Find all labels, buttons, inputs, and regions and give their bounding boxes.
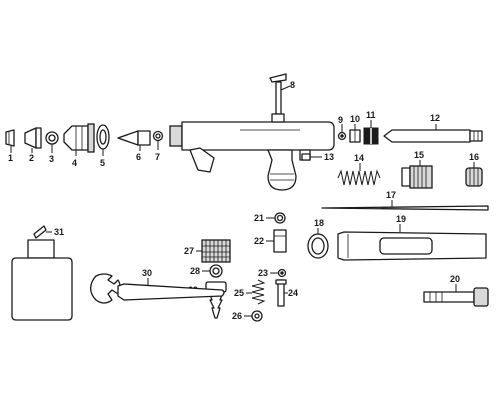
- part-11-needle-chucking-guide: 11: [363, 110, 379, 145]
- part-7-nozzle-washer: 7: [152, 130, 164, 162]
- part-label-23: 23: [258, 268, 268, 278]
- part-29-hose-connector: 29: [188, 281, 227, 319]
- part-9-washer: 9: [337, 115, 347, 141]
- part-30-wrench: 30: [90, 268, 225, 304]
- part-label-8: 8: [290, 80, 295, 90]
- part-21-o-ring: 21: [254, 212, 286, 224]
- part-label-28: 28: [190, 266, 200, 276]
- part-label-17: 17: [386, 190, 396, 200]
- part-label-14: 14: [354, 153, 364, 163]
- part-18-o-ring: 18: [307, 218, 329, 259]
- part-31-color-bottle: 31: [11, 225, 73, 321]
- part-24-valve-stem: 24: [275, 279, 298, 307]
- part-label-30: 30: [142, 268, 152, 278]
- part-label-13: 13: [324, 152, 334, 162]
- part-label-31: 31: [54, 227, 64, 237]
- part-22-valve-body: 22: [254, 229, 287, 253]
- part-28-washer: 28: [190, 264, 223, 278]
- part-label-9: 9: [338, 115, 343, 125]
- part-label-3: 3: [49, 154, 54, 164]
- part-6-nozzle: 6: [117, 130, 151, 162]
- part-label-21: 21: [254, 213, 264, 223]
- part-label-25: 25: [234, 288, 244, 298]
- part-label-26: 26: [232, 311, 242, 321]
- part-label-2: 2: [29, 153, 34, 163]
- part-label-22: 22: [254, 236, 264, 246]
- part-10-spacer: 10: [349, 114, 361, 143]
- part-19-handle: 19: [337, 214, 487, 261]
- part-16-cap-nut: 16: [465, 152, 483, 187]
- part-label-7: 7: [155, 152, 160, 162]
- part-4-air-cap: 4: [63, 123, 95, 168]
- part-label-6: 6: [136, 152, 141, 162]
- part-label-4: 4: [72, 158, 77, 168]
- part-14-spring: 14: [337, 153, 381, 186]
- part-label-15: 15: [414, 150, 424, 160]
- part-label-16: 16: [469, 152, 479, 162]
- part-15-needle-spring-guide: 15: [401, 150, 433, 189]
- part-25-valve-spring: 25: [234, 279, 266, 305]
- part-13-screw: 13: [301, 152, 334, 162]
- part-label-5: 5: [100, 158, 105, 168]
- part-20-adjuster: 20: [423, 274, 489, 307]
- part-1-nozzle-cap: 1: [5, 129, 15, 163]
- part-8-trigger: 8: [269, 73, 295, 123]
- part-label-18: 18: [314, 218, 324, 228]
- part-label-1: 1: [8, 153, 13, 163]
- part-label-24: 24: [288, 288, 298, 298]
- part-label-20: 20: [450, 274, 460, 284]
- part-26-valve-screw: 26: [232, 310, 263, 322]
- part-label-19: 19: [396, 214, 406, 224]
- part-3-o-ring: 3: [45, 131, 59, 164]
- airbrush-body: [169, 121, 335, 191]
- part-label-10: 10: [350, 114, 360, 124]
- part-5-washer: 5: [96, 124, 110, 168]
- part-label-27: 27: [184, 246, 194, 256]
- part-label-12: 12: [430, 113, 440, 123]
- part-23-small-o-ring: 23: [258, 268, 287, 278]
- part-label-11: 11: [366, 110, 376, 120]
- part-12-needle-chucking-nut: 12: [383, 113, 483, 143]
- part-17-needle: 17: [321, 190, 489, 211]
- part-27-filter: 27: [184, 239, 231, 263]
- part-2-needle-cap: 2: [24, 127, 42, 163]
